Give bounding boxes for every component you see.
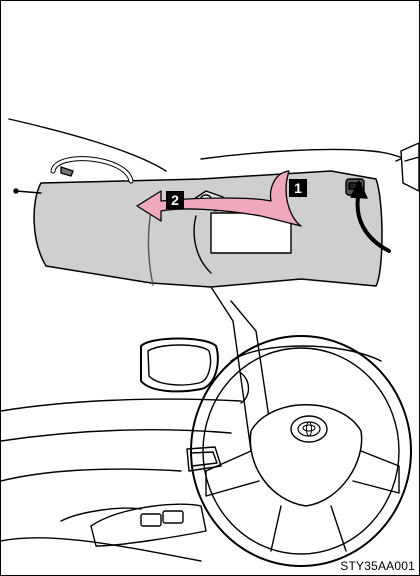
step-2-badge: 2 [166, 191, 184, 209]
rearview-mirror [401, 143, 419, 191]
side-mirror [141, 339, 218, 392]
sun-visor [14, 159, 382, 287]
door-panel [1, 399, 241, 561]
step-1-badge: 1 [289, 179, 307, 197]
steering-wheel [191, 336, 411, 566]
headliner [9, 119, 419, 171]
figure-code: STY35AA001 [340, 559, 415, 573]
